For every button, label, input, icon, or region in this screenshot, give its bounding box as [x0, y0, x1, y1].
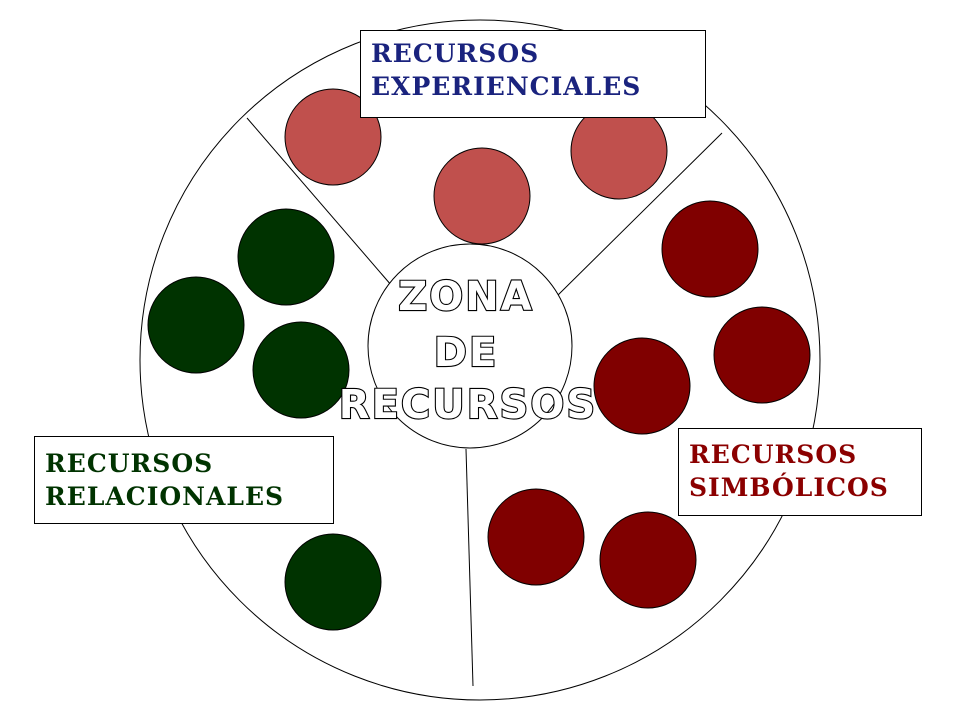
symbolic-label-line-1: RECURSOS — [689, 440, 858, 469]
relational-resource-circle — [237, 208, 335, 306]
symbolic-resource-circle — [599, 511, 697, 609]
symbolic-resources-label: RECURSOS SIMBÓLICOS — [678, 428, 922, 516]
relational-label-line-2: RELACIONALES — [45, 482, 285, 511]
symbolic-resource-circle — [661, 200, 759, 298]
divider-line-top-left — [246, 117, 399, 294]
center-label-line-2: DE — [434, 330, 499, 376]
center-label-line-3: RECURSOS — [339, 382, 597, 428]
experiential-resources-group — [284, 88, 668, 245]
experiential-resource-circle — [284, 88, 382, 186]
experiential-label-line-2: EXPERIENCIALES — [371, 72, 642, 101]
relational-resource-circle — [252, 321, 350, 419]
relational-resources-label: RECURSOS RELACIONALES — [34, 436, 334, 524]
experiential-resources-label: RECURSOS EXPERIENCIALES — [360, 30, 706, 118]
symbolic-resource-circle — [487, 488, 585, 586]
experiential-label-line-1: RECURSOS — [371, 39, 540, 68]
relational-resource-circle — [147, 276, 245, 374]
center-circle — [367, 243, 573, 449]
relational-label-line-1: RECURSOS — [45, 449, 214, 478]
experiential-resource-circle — [433, 147, 531, 245]
symbolic-resources-group — [487, 200, 811, 609]
symbolic-label-line-2: SIMBÓLICOS — [689, 473, 889, 502]
divider-line-bottom — [465, 448, 474, 687]
center-label-line-1: ZONA — [398, 274, 533, 320]
divider-line-top-right — [554, 132, 723, 299]
relational-resource-circle — [284, 533, 382, 631]
relational-resources-group — [147, 208, 382, 631]
symbolic-resource-circle — [713, 306, 811, 404]
symbolic-resource-circle — [593, 337, 691, 435]
